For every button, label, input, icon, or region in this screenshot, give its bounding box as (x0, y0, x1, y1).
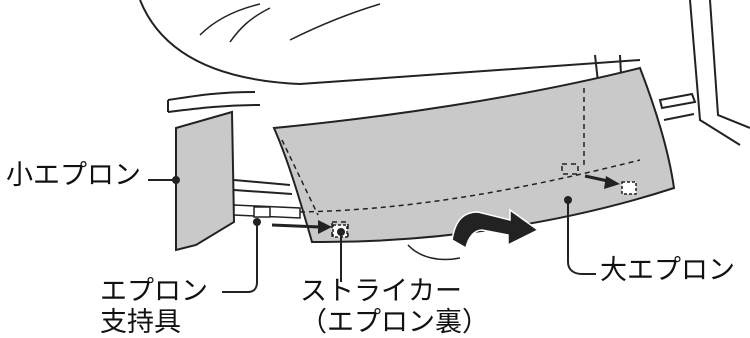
small-apron-label: 小エプロン (6, 160, 141, 191)
striker-label-line2: （エプロン裏） (300, 307, 489, 338)
striker-label-line1: ストライカー (300, 276, 462, 307)
leader-lines (148, 179, 596, 293)
direction-arrows (271, 174, 620, 250)
apron-holder-label-line1: エプロン (100, 276, 208, 307)
apron-holder-label: エプロン 支持具 (100, 276, 208, 338)
small-apron-panel (175, 110, 236, 252)
striker-label: ストライカー （エプロン裏） (300, 276, 489, 338)
hidden-lines (281, 88, 641, 237)
apron-holder (233, 204, 301, 219)
leader-dots (172, 176, 572, 236)
bathtub-outline (139, 0, 750, 261)
large-apron-panel (272, 66, 676, 244)
apron-holder-label-line2: 支持具 (100, 307, 181, 338)
large-apron-label: 大エプロン (600, 255, 735, 286)
